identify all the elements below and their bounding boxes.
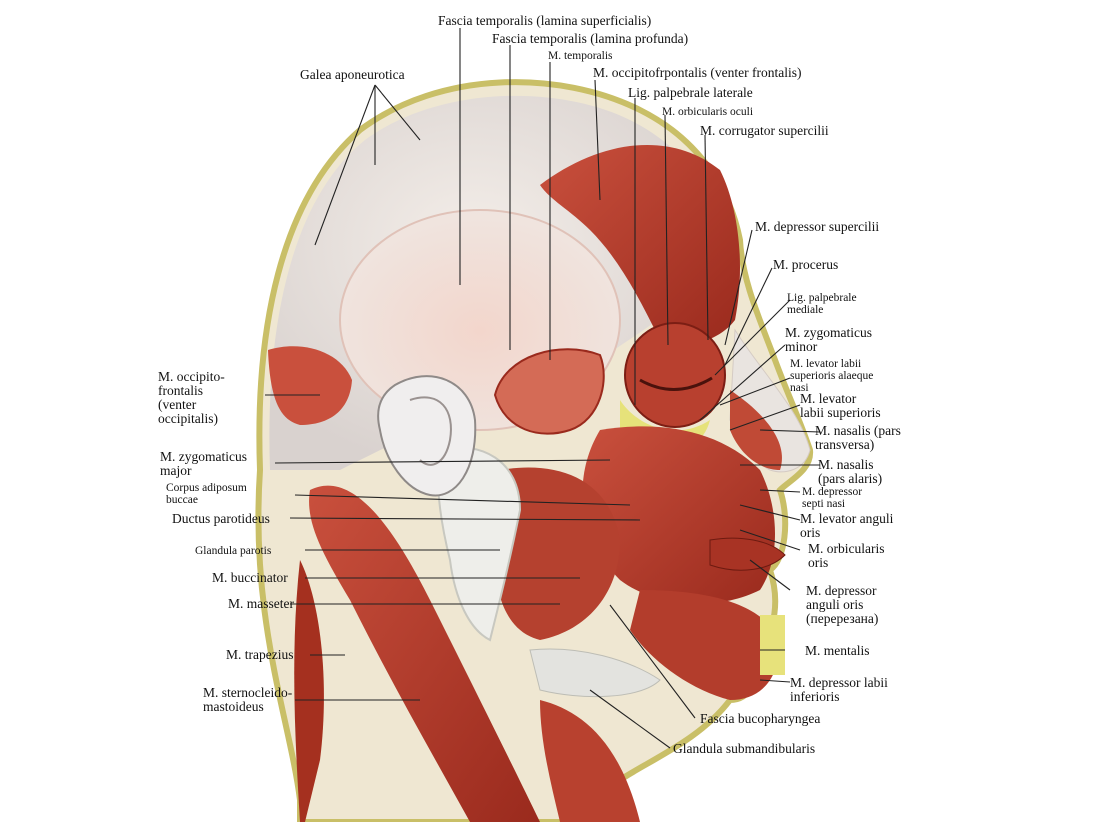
label-m-depressor-anguli-oris: M. depressor anguli oris (перерезана): [806, 583, 879, 626]
orbicularis-oculi: [624, 322, 726, 428]
label-fascia-temporalis-superficialis: Fascia temporalis (lamina superficialis): [438, 13, 652, 28]
label-m-temporalis: M. temporalis: [548, 50, 613, 62]
label-m-occipitofrontalis-occipitalis: M. occipito- frontalis (venter occipital…: [158, 369, 225, 426]
label-ductus-parotideus: Ductus parotideus: [172, 511, 270, 526]
label-corpus-adiposum-buccae: Corpus adiposum buccae: [166, 482, 247, 506]
label-m-mentalis: M. mentalis: [805, 643, 870, 658]
occipitalis-muscle: [268, 346, 352, 425]
submandibular-gland: [529, 648, 661, 698]
label-m-masseter: M. masseter: [228, 596, 294, 611]
label-m-procerus: M. procerus: [773, 257, 839, 272]
label-m-depressor-supercilii: M. depressor supercilii: [755, 219, 880, 234]
label-lig-palpebrale-laterale: Lig. palpebrale laterale: [628, 85, 753, 100]
label-m-depressor-septi: M. depressor septі nasi: [802, 486, 863, 510]
mentalis-fat: [760, 615, 785, 675]
label-m-orbicularis-oculi: M. orbicularis oculi: [662, 106, 754, 118]
leader-lines: [265, 28, 821, 749]
label-m-zygomaticus-minor: M. zygomaticus minor: [785, 325, 872, 354]
parotid-gland: [437, 446, 522, 642]
sternocleidomastoid-muscle: [309, 485, 540, 822]
label-m-sternocleidomastoideus: M. sternocleido- mastoideus: [203, 685, 293, 714]
masseter-muscle: [493, 467, 620, 640]
label-m-zygomaticus-major: M. zygomaticus major: [160, 449, 247, 478]
frontalis-muscle: [540, 144, 740, 344]
label-glandula-submandibularis: Glandula submandibularis: [673, 741, 816, 756]
label-m-levator-anguli-oris: M. levator anguli oris: [800, 511, 894, 540]
eye-closed: [639, 376, 713, 391]
lips: [709, 537, 786, 571]
label-m-orbicularis-oris: M. orbicularis oris: [808, 541, 885, 570]
label-galea-aponeurotica: Galea aponeurotica: [300, 67, 405, 82]
label-m-buccinator: M. buccinator: [212, 570, 288, 585]
label-m-nasalis-alaris: M. nasalis (pars alaris): [818, 457, 883, 486]
label-fascia-temporalis-profunda: Fascia temporalis (lamina profunda): [492, 31, 689, 46]
label-fascia-bucopharyngea: Fascia bucopharyngea: [700, 711, 821, 726]
temporalis-window: [493, 348, 605, 435]
trapezius-muscle: [294, 560, 324, 822]
ear: [377, 375, 477, 497]
nasalis-muscle: [730, 390, 782, 470]
label-m-levator-labii-alaeque: M. levator labii superioris alaeque nasi: [790, 358, 874, 394]
chin-muscles: [630, 590, 780, 700]
label-lig-palpebrale-mediale: Lig. palpebrale mediale: [787, 292, 857, 316]
label-m-nasalis-transversa: M. nasalis (pars transversa): [815, 423, 901, 452]
label-glandula-parotis: Glandula parotis: [195, 545, 272, 557]
label-m-corrugator-supercilii: M. corrugator supercilii: [700, 123, 829, 138]
label-m-levator-labii-superioris: M. levator labii superioris: [800, 391, 881, 420]
label-m-depressor-labii-inferioris: M. depressor labii inferioris: [790, 675, 888, 704]
label-m-occipitofrontalis-frontalis: M. occipitofrpontalis (venter frontalis): [593, 65, 802, 80]
platysma-neck: [540, 700, 640, 822]
label-m-trapezius: M. trapezius: [226, 647, 294, 662]
